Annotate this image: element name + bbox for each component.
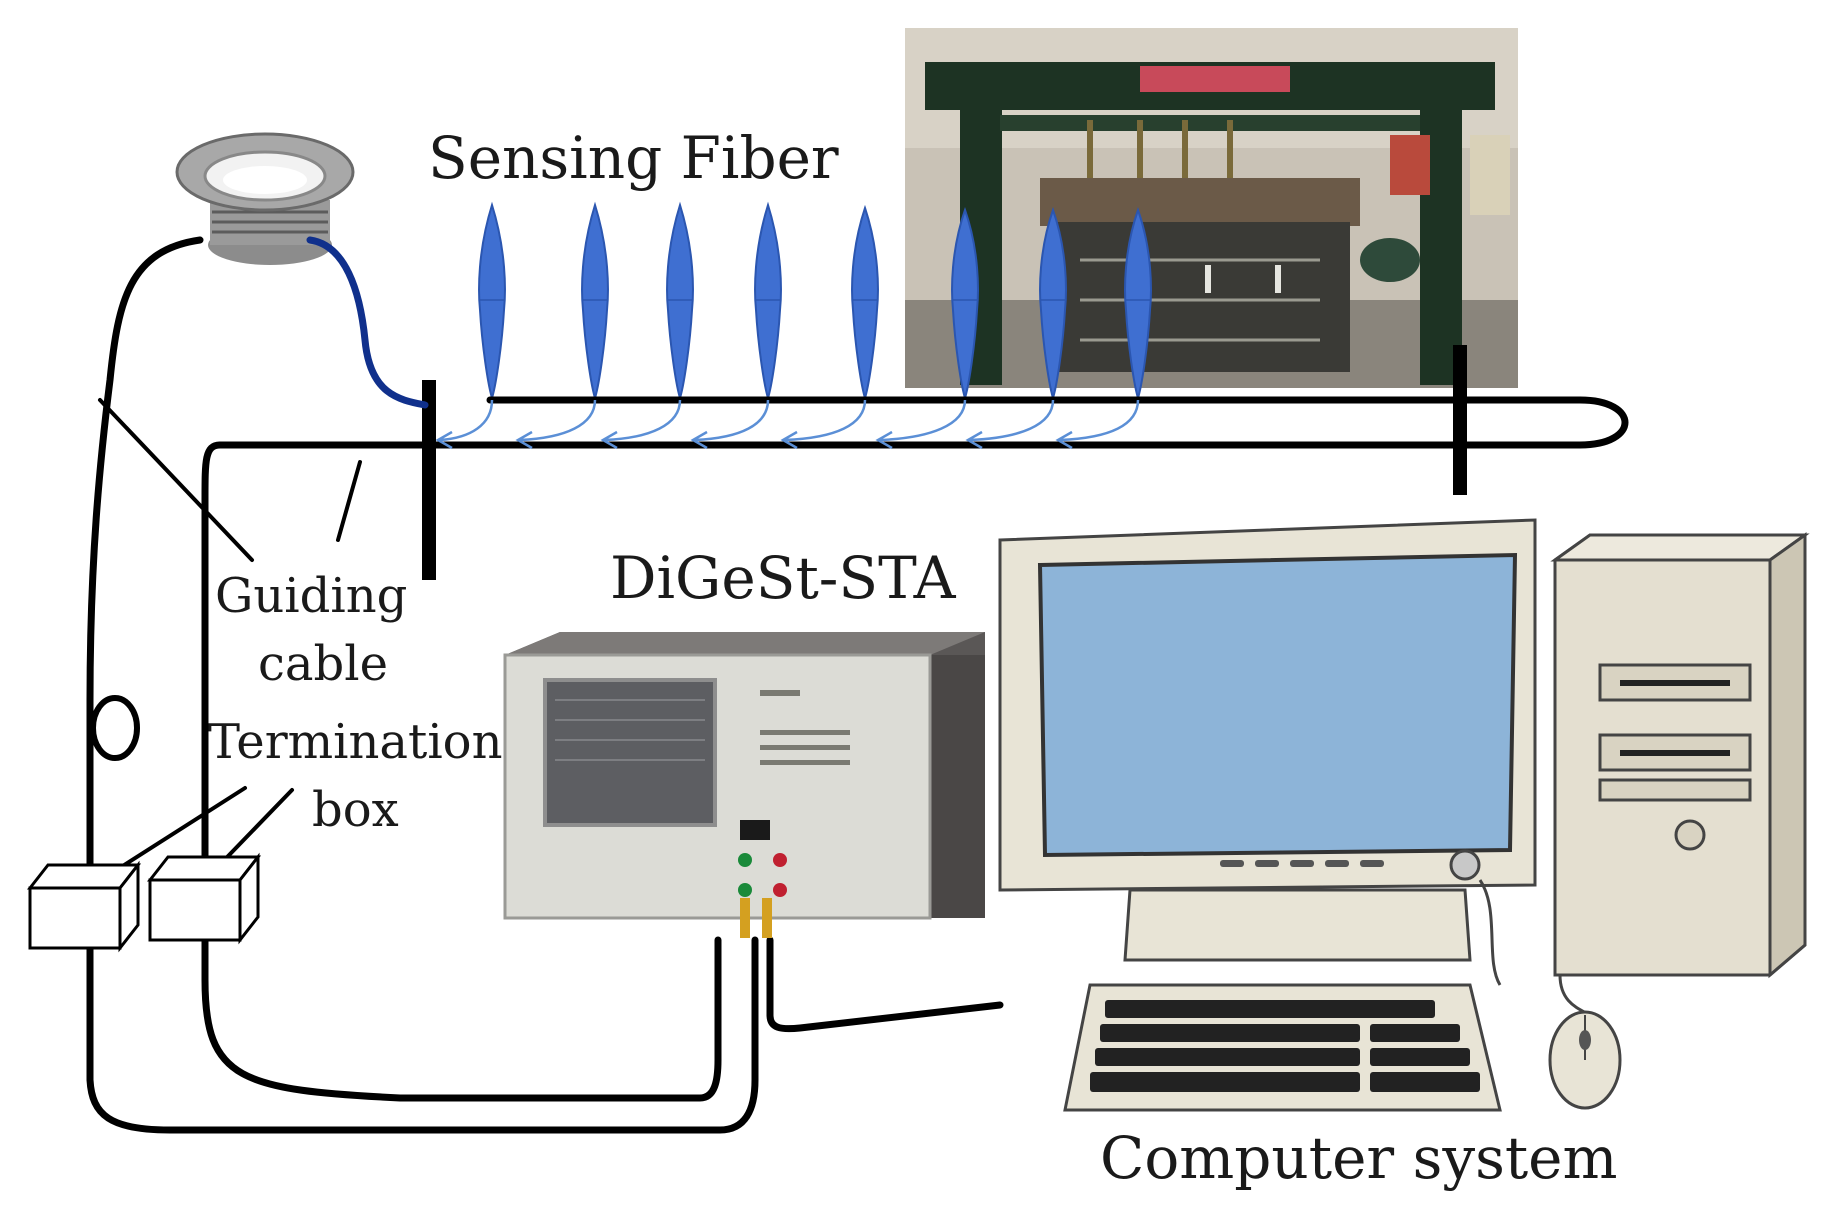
termination-box-label-line1: Termination xyxy=(208,714,503,770)
instrument-label: DiGeSt-STA xyxy=(610,544,957,612)
guiding-cable-label-line2: cable xyxy=(258,636,388,692)
backscatter-arrows xyxy=(435,399,1140,450)
desktop-computer-icon xyxy=(998,518,1810,1112)
fiber-spike xyxy=(581,201,609,402)
fiber-spike xyxy=(754,201,782,402)
fiber-clamp-left xyxy=(422,380,436,580)
computer-system-label: Computer system xyxy=(1100,1124,1618,1192)
sensing-fiber-label: Sensing Fiber xyxy=(428,124,839,192)
cable-coil-icon xyxy=(90,695,140,761)
fiber-spike xyxy=(666,201,694,402)
sensing-fiber-loop xyxy=(216,396,1629,449)
interrogator-photo xyxy=(503,632,985,938)
sensing-fiber-elements xyxy=(478,201,1152,402)
fiber-spike xyxy=(478,201,506,402)
test-frame-photo xyxy=(905,28,1518,388)
termination-box-icon xyxy=(146,852,262,945)
termination-box-icon xyxy=(26,860,142,953)
fiber-lead xyxy=(306,236,429,409)
fiber-spike xyxy=(851,204,879,402)
guiding-cable-label-line1: Guiding xyxy=(215,568,407,624)
termination-box-label-line2: box xyxy=(312,782,399,838)
guiding-cables xyxy=(86,236,1004,1134)
fiber-clamp-right xyxy=(1453,345,1467,495)
